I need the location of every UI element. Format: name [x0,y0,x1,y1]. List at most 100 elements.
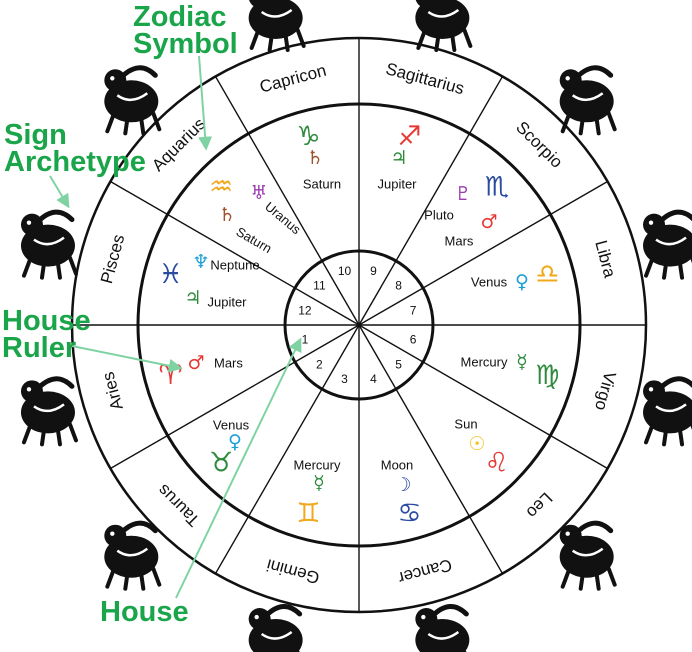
planet-glyph-neptune: ♆ [192,251,209,273]
sector-divider [358,76,504,326]
sign-name-gemini: Gemini [265,555,322,587]
planet-glyph-mars: ♂ [187,352,204,374]
planet-label-venus: Venus [471,275,508,290]
sign-glyph-scorpio: ♏ [485,172,509,203]
planet-label-mars: Mars [214,356,243,371]
callout-sign-archetype-line2: Archetype [4,146,146,178]
planet-mars-h8: ♂ Mars [445,211,498,249]
house-number-3: 3 [341,372,348,386]
sign-glyph-libra: ♎ [535,259,559,290]
planet-glyph-pluto: ♇ [454,183,471,205]
planet-neptune-h12: ♆Neptune [192,251,259,273]
ram-icon [20,376,78,447]
planet-glyph-uranus: ♅ [250,182,267,204]
sector-divider [358,324,608,470]
house-number-1: 1 [302,332,309,346]
planet-glyph-venus: ♀ [228,431,242,453]
planet-venus-h7: ♀Venus [471,271,529,293]
house-number-7: 7 [410,304,417,318]
house-number-5: 5 [395,358,402,372]
house-number-8: 8 [395,278,402,292]
scales-icon [643,209,692,280]
sign-name-scorpio: Scorpio [512,118,566,172]
house-number-11: 11 [313,278,326,292]
sign-name-capricon: Capricon [258,61,329,97]
sign-glyph-cancer: ♋ [397,498,421,529]
planet-glyph-mercury: ☿ [516,351,528,373]
sign-glyph-aquarius: ♒ [209,172,233,203]
planet-saturn-h10: ♄ Saturn [303,147,341,192]
planet-glyph-mars: ♂ [480,211,497,233]
house-number-2: 2 [316,358,323,372]
planet-glyph-jupiter: ♃ [184,287,201,309]
planet-glyph-saturn: ♄ [306,147,323,169]
sector-divider [110,324,360,470]
planet-label-mercury: Mercury [461,355,508,370]
leader-zodiac-symbol [198,55,213,151]
callout-zodiac-symbol-line1: Zodiac [133,1,226,33]
planet-label-jupiter: Jupiter [377,177,417,192]
planet-glyph-jupiter: ♃ [390,147,407,169]
house-number-6: 6 [410,332,417,346]
sector-dividers [72,38,646,612]
callout-leader-lines [49,55,302,599]
sign-name-pisces: Pisces [97,232,128,285]
callout-zodiac-symbol-line2: Symbol [133,28,238,60]
sector-divider [214,324,360,574]
sign-name-aries: Aries [99,370,127,412]
leader-house-ruler [71,345,183,373]
house-number-4: 4 [370,372,377,386]
planet-glyph-moon: ☽ [394,474,411,496]
maiden-icon [643,376,692,447]
planet-mercury-h3: ☿Mercury [294,458,341,495]
planet-label-venus: Venus [213,418,250,433]
planet-label-mercury: Mercury [294,458,341,473]
planet-mars-h1: ♂ Mars [187,352,243,374]
sign-name-sagittarius: Sagittarius [384,59,467,98]
planet-mercury-h6: ☿ Mercury [461,351,528,373]
sign-name-libra: Libra [591,238,619,280]
sign-archetype-figures [20,0,692,652]
planet-label-neptune: Neptune [210,258,259,273]
goat-icon [248,0,306,52]
planet-label-jupiter: Jupiter [207,295,247,310]
house-number-9: 9 [370,264,377,278]
sign-name-virgo: Virgo [591,370,620,413]
planet-pluto-h8: ♇Pluto [424,183,471,223]
sign-name-cancer: Cancer [396,555,454,588]
sector-divider [358,180,608,326]
sign-name-leo: Leo [523,489,556,522]
planet-label-pluto: Pluto [424,208,454,223]
scorpion-icon [559,65,617,136]
planet-glyph-sun: ☉ [468,433,485,455]
bull-icon [104,520,162,591]
archer-icon [415,0,473,52]
callout-house: House [100,596,189,628]
planet-venus-h2: ♀Venus [213,418,250,454]
planet-jupiter-h9: ♃ Jupiter [377,147,417,192]
sign-name-taurus: Taurus [154,481,204,531]
planet-label-mars: Mars [445,234,474,249]
house-number-12: 12 [298,304,312,318]
planet-label-sun: Sun [454,417,477,432]
house-number-10: 10 [338,264,352,278]
planet-jupiter-h12: ♃ Jupiter [184,287,247,310]
planet-glyph-saturn: ♄ [218,204,235,226]
sector-divider [214,76,360,326]
sign-glyph-taurus: ♉ [209,447,233,478]
water-bearer-icon [104,65,162,136]
planet-sun-h5: ☉Sun [454,417,485,456]
sign-glyph-sagittarius: ♐ [397,121,421,152]
planet-uranus-h11: ♅Uranus [250,182,304,238]
planet-glyph-mercury: ☿ [313,472,325,494]
twins-icon [248,604,303,652]
crab-icon [415,604,470,652]
sign-glyph-pisces: ♓ [159,259,183,290]
planet-label-moon: Moon [381,458,414,473]
callout-house-ruler-line2: Ruler [2,332,76,364]
sign-glyph-leo: ♌ [485,447,509,478]
planet-label-saturn: Saturn [303,177,341,192]
sign-glyph-capricon: ♑ [296,121,320,152]
